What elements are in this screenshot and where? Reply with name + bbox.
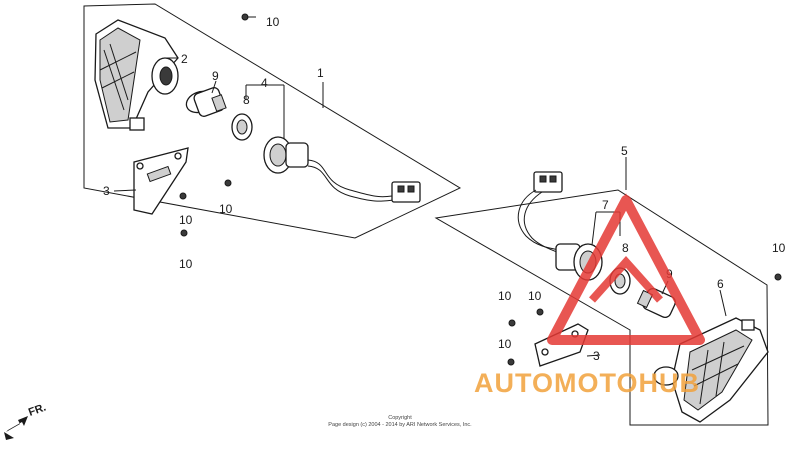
callout-10-left-c: 10: [179, 257, 193, 271]
socket-icon: [263, 136, 309, 174]
left-assembly: 1 2 3 4 8 9 10 10 10 10: [83, 3, 462, 271]
direction-label: FR.: [27, 401, 48, 418]
callout-10-right-c: 10: [528, 289, 542, 303]
callout-5: 5: [621, 144, 628, 158]
wiring-connector-icon: [533, 171, 563, 193]
callout-1: 1: [317, 66, 324, 80]
wiring-connector-icon: [391, 181, 421, 203]
callout-10-right-a: 10: [772, 241, 786, 255]
seal-ring-icon: [231, 113, 253, 141]
callout-2: 2: [181, 52, 188, 66]
callout-6: 6: [717, 277, 724, 291]
bulb-icon: [185, 87, 227, 117]
left-turn-signal-lens-icon: [94, 19, 179, 131]
callout-3-right: 3: [593, 349, 600, 363]
copyright-line-2: Page design (c) 2004 - 2014 by ARI Netwo…: [328, 422, 472, 428]
callout-9-left: 9: [212, 69, 219, 83]
bulb-icon: [636, 288, 676, 318]
callout-4: 4: [261, 76, 268, 90]
callout-8-left: 8: [243, 93, 250, 107]
direction-arrow-icon: [4, 416, 28, 440]
screw-icon: [507, 273, 782, 366]
stay-bracket-icon: [133, 147, 189, 215]
left-assembly-frame: [83, 3, 462, 239]
callout-10-left-a: 10: [179, 213, 193, 227]
callout-10-right-d: 10: [498, 337, 512, 351]
right-assembly-frame: [434, 189, 769, 426]
callout-3-left: 3: [103, 184, 110, 198]
callout-8-right: 8: [622, 241, 629, 255]
callout-10-right-b: 10: [498, 289, 512, 303]
callout-10-left-b: 10: [219, 202, 233, 216]
watermark-text: AUTOMOTOHUB: [474, 368, 700, 398]
screw-icon: [179, 13, 256, 237]
callout-7: 7: [602, 198, 609, 212]
watermark: AUTOMOTOHUB: [474, 193, 705, 398]
callout-10-top: 10: [266, 15, 280, 29]
warning-triangle-icon: [547, 193, 705, 345]
copyright-line-1: Copyright: [388, 415, 412, 421]
